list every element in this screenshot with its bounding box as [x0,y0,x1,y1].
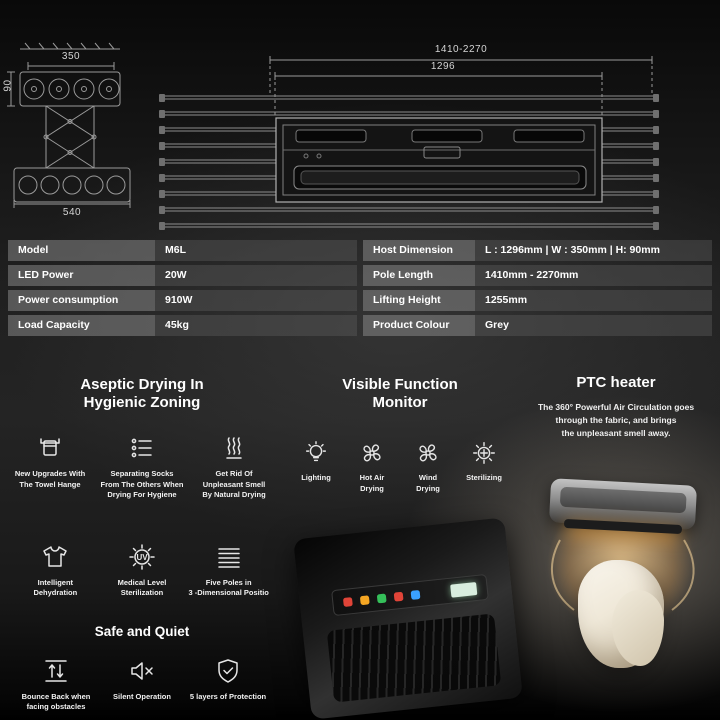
spec-value: 45kg [155,315,357,336]
section-aseptic-drying: Aseptic Drying In Hygienic Zoning New Up… [6,376,278,712]
feature-protection-layers: 5 layers of Protection [186,654,270,712]
feature-label: 5 layers of Protection [189,691,267,701]
feature-dehydration: Intelligent Dehydration [12,540,99,598]
towel-rack-icon [35,431,65,463]
dimension-width-label: 350 [61,51,81,62]
table-row: Product Colour Grey [363,315,712,336]
feature-lighting: Lighting [288,435,344,493]
feature-label: Five Poles in 3 -Dimensional Positio [188,577,269,597]
uv-sterilization-icon: UV [127,540,157,572]
spec-label: Load Capacity [8,315,155,336]
table-row: Power consumption 910W [8,290,357,311]
indicator-red [393,591,404,602]
front-view-drawing: 1410-2270 1296 [156,44,661,239]
indicator-orange [359,594,370,605]
ptc-title: PTC heater [576,374,656,391]
feature-label: Intelligent Dehydration [33,577,78,597]
drawing-left-svg [7,42,131,208]
aseptic-row-1: New Upgrades With The Towel Hange Separa… [6,431,278,499]
spec-table: Model M6L LED Power 20W Power consumptio… [8,240,712,336]
feature-sterilizing: Sterilizing [456,435,512,493]
table-row: Model M6L [8,240,357,261]
table-row: Pole Length 1410mm - 2270mm [363,265,712,286]
spec-value: Grey [475,315,712,336]
feature-label: Bounce Back when facing obstacles [21,691,91,712]
dimension-host-length-label: 1296 [430,61,456,72]
lighting-bulb-icon [302,435,330,467]
spec-label: Power consumption [8,290,155,311]
feature-wind-drying: Wind Drying [400,435,456,493]
spec-label: Host Dimension [363,240,475,261]
bounce-back-icon [41,654,71,686]
feature-label: Hot Air Drying [359,473,385,493]
indicator-blue [410,589,421,600]
feature-label: Sterilizing [466,473,502,483]
spec-value: 1410mm - 2270mm [475,265,712,286]
natural-drying-icon [219,431,249,463]
feature-uv-sterilization: UV Medical Level Sterilization [99,540,186,598]
ptc-heater-photo [526,468,716,708]
silent-icon [127,654,157,686]
aseptic-row-2: Intelligent Dehydration UV Medical Level… [6,540,278,598]
sock-separator-icon [127,431,157,463]
dehydration-shirt-icon [40,540,70,572]
spec-table-right: Host Dimension L : 1296mm | W : 350mm | … [363,240,712,336]
feature-natural-drying: Get Rid Of Unpleasant Smell By Natural D… [190,431,278,499]
svg-text:UV: UV [136,553,148,562]
aseptic-title: Aseptic Drying In Hygienic Zoning [80,376,204,411]
safe-quiet-row: Bounce Back when facing obstacles Silent… [6,654,278,712]
fabric-fold [612,590,664,666]
spec-label: Product Colour [363,315,475,336]
feature-label: New Upgrades With The Towel Hange [14,469,86,489]
feature-label: Get Rid Of Unpleasant Smell By Natural D… [202,469,266,499]
spec-value: L : 1296mm | W : 350mm | H: 90mm [475,240,712,261]
table-row: Lifting Height 1255mm [363,290,712,311]
spec-value: 20W [155,265,357,286]
airflow-arrows-icon [550,539,695,611]
spec-label: LED Power [8,265,155,286]
control-panel-photo [293,517,523,720]
spec-label: Pole Length [363,265,475,286]
feature-label: Lighting [301,473,331,483]
monitor-row: Lighting Hot Air Drying Wind Drying Ster… [284,435,516,493]
section-ptc-heater: PTC heater The 360° Powerful Air Circula… [518,374,714,440]
indicator-red [342,596,353,607]
spec-table-left: Model M6L LED Power 20W Power consumptio… [8,240,357,336]
indicator-green [376,593,387,603]
hot-air-fan-icon [358,435,386,467]
feature-hot-air-drying: Hot Air Drying [344,435,400,493]
panel-display [450,581,478,598]
feature-bounce-back: Bounce Back when facing obstacles [14,654,98,712]
wind-fan-icon [414,435,442,467]
dimension-pole-range-label: 1410-2270 [434,44,488,55]
feature-label: Medical Level Sterilization [117,577,167,597]
feature-label: Separating Socks From The Others When Dr… [100,469,184,499]
table-row: Load Capacity 45kg [8,315,357,336]
feature-towel-rack: New Upgrades With The Towel Hange [6,431,94,499]
spec-label: Lifting Height [363,290,475,311]
five-poles-icon [214,540,244,572]
drawing-right-svg [159,56,659,230]
shield-icon [213,654,243,686]
side-and-lift-view-drawing: 350 90 540 [2,42,154,220]
section-function-monitor: Visible Function Monitor Lighting Hot Ai… [284,376,516,494]
spec-value: 1255mm [475,290,712,311]
feature-sock-separation: Separating Socks From The Others When Dr… [98,431,186,499]
feature-label: Silent Operation [113,691,171,701]
feature-label: Wind Drying [416,473,440,493]
sterilizing-icon [470,435,498,467]
feature-silent-operation: Silent Operation [100,654,184,712]
spec-value: M6L [155,240,357,261]
monitor-title: Visible Function Monitor [342,376,458,411]
spec-label: Model [8,240,155,261]
table-row: Host Dimension L : 1296mm | W : 350mm | … [363,240,712,261]
safe-quiet-title: Safe and Quiet [94,624,190,639]
spec-value: 910W [155,290,357,311]
feature-five-poles: Five Poles in 3 -Dimensional Positio [185,540,272,598]
table-row: LED Power 20W [8,265,357,286]
dimension-height-label: 90 [2,79,14,92]
ptc-description: The 360° Powerful Air Circulation goes t… [537,401,695,439]
dimension-base-label: 540 [62,207,82,218]
